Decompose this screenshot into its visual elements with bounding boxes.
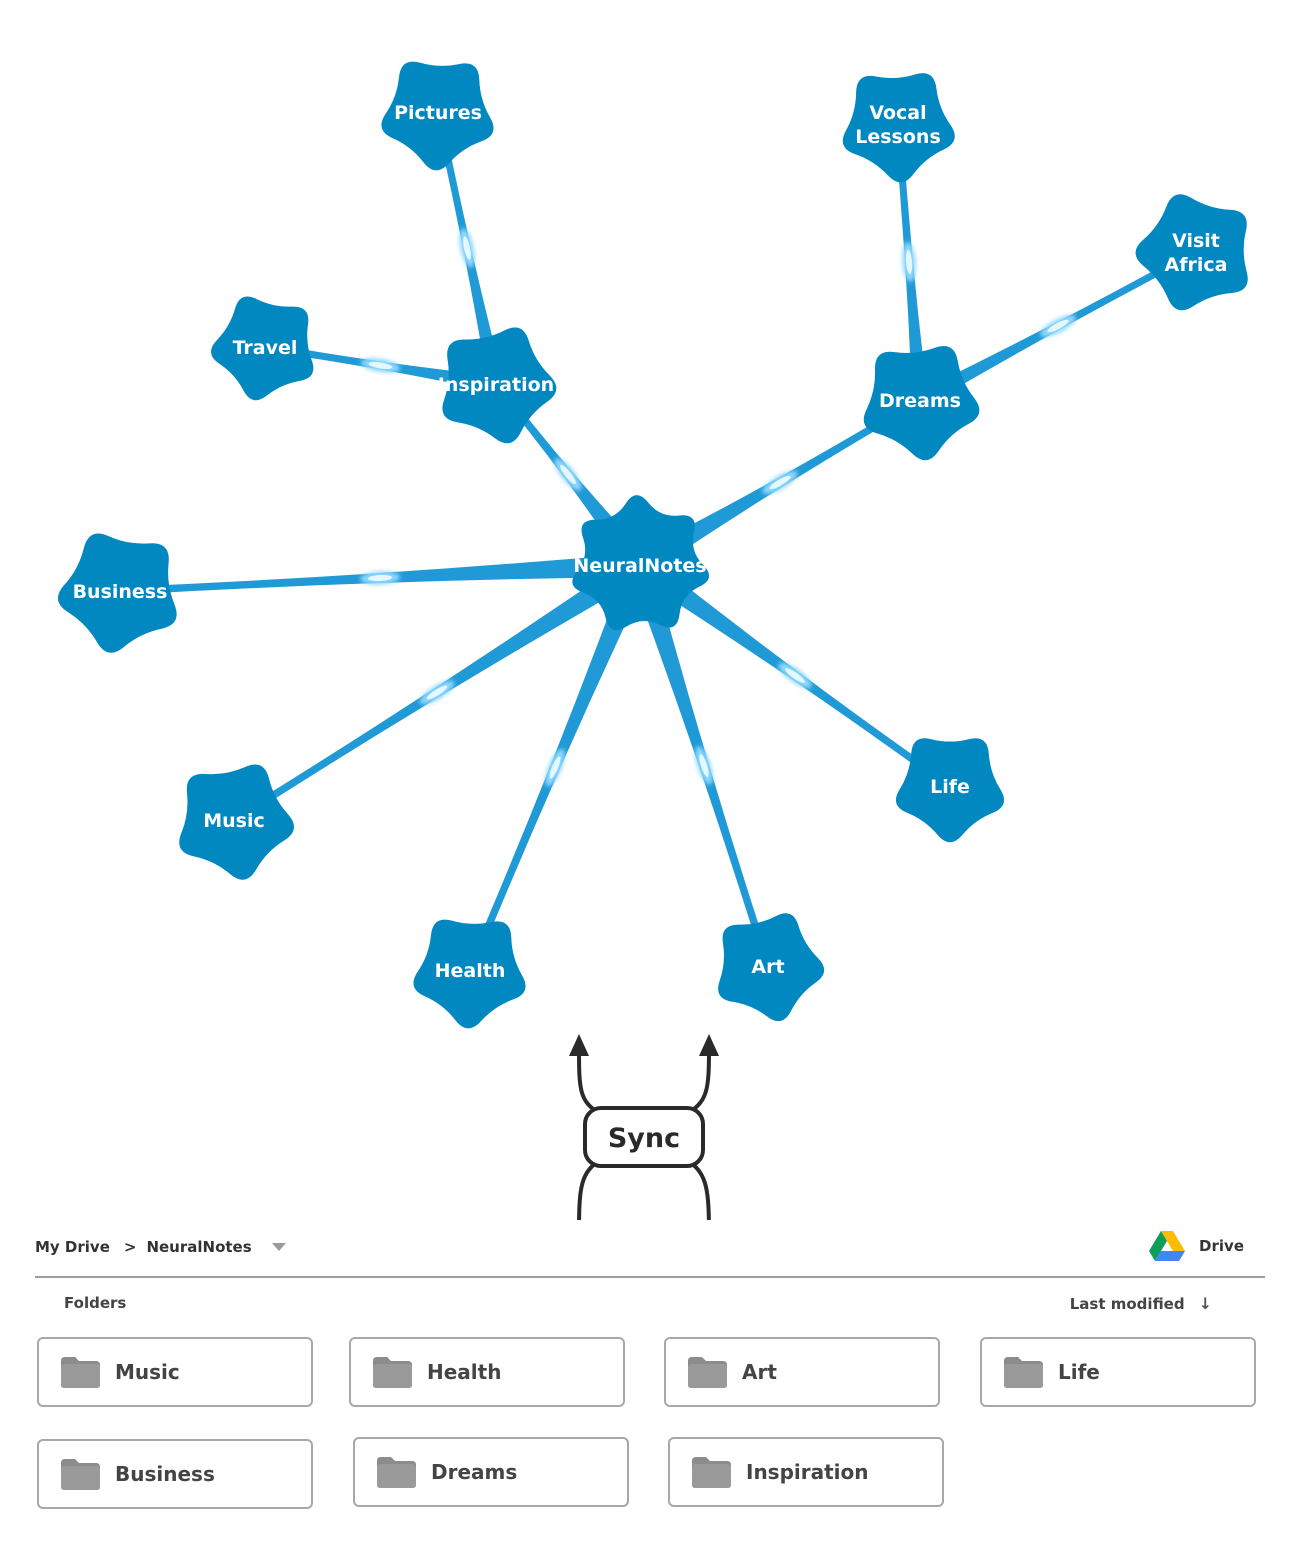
folder-icon [61, 1459, 100, 1490]
node-shape-root [572, 495, 710, 631]
sort-label: Last modified [1069, 1294, 1185, 1313]
node-label-pictures: Pictures [394, 102, 482, 124]
node-root[interactable]: NeuralNotes [572, 495, 710, 631]
node-inspiration[interactable]: Inspiration [438, 327, 557, 444]
sync-label: Sync [608, 1123, 680, 1154]
node-label-dreams: Dreams [879, 390, 961, 412]
node-shape-dreams [863, 346, 980, 461]
arrowhead-up-left [569, 1034, 589, 1056]
node-dreams[interactable]: Dreams [863, 346, 980, 461]
folder-icon [692, 1457, 731, 1488]
folder-life[interactable]: Life [980, 1337, 1256, 1407]
drive-panel: My Drive > NeuralNotes Drive Folders Las… [0, 1220, 1300, 1550]
sync-arrow-down-right [688, 1160, 711, 1220]
folder-icon [1004, 1357, 1043, 1388]
sync-arrow-down-left [577, 1160, 599, 1220]
node-shape-travel [211, 296, 314, 401]
folder-name: Business [115, 1462, 215, 1486]
breadcrumb-dropdown-icon[interactable] [271, 1243, 286, 1251]
sync-arrow-up-right [688, 1048, 711, 1114]
synapse-core-dreams-africa [1047, 319, 1069, 333]
folder-business[interactable]: Business [37, 1439, 313, 1509]
synapse-core-root-music [426, 685, 448, 700]
node-shape-inspiration [442, 327, 557, 444]
node-label-health: Health [435, 960, 506, 982]
folder-art[interactable]: Art [664, 1337, 940, 1407]
synapse-core-root-art [699, 754, 709, 777]
drive-brand[interactable]: Drive [1149, 1230, 1244, 1262]
synapse-core-root-life [785, 668, 805, 683]
node-label-business: Business [73, 581, 168, 603]
node-label-africa: Africa [1165, 254, 1228, 276]
node-travel[interactable]: Travel [211, 296, 314, 401]
breadcrumb-root[interactable]: My Drive [35, 1238, 110, 1256]
header-divider [35, 1276, 1265, 1278]
folder-name: Music [115, 1360, 180, 1384]
node-label-art: Art [751, 956, 784, 978]
node-label-inspiration: Inspiration [438, 374, 554, 396]
node-shape-pictures [381, 61, 494, 171]
synapse-core-inspiration-pictures [463, 236, 471, 260]
node-music[interactable]: Music [179, 764, 295, 880]
node-health[interactable]: Health [413, 919, 526, 1029]
folder-music[interactable]: Music [37, 1337, 313, 1407]
folder-name: Dreams [431, 1460, 518, 1484]
node-shape-vocal [842, 73, 955, 183]
folder-icon [377, 1457, 416, 1488]
synapse-core-root-inspiration [560, 464, 576, 485]
synapse-core-root-dreams [769, 475, 791, 490]
arrowhead-up-right [699, 1034, 719, 1056]
drive-label: Drive [1199, 1237, 1244, 1255]
node-label-travel: Travel [233, 337, 298, 359]
synapse-core-dreams-vocal [905, 250, 913, 274]
breadcrumb: My Drive > NeuralNotes [35, 1237, 286, 1257]
node-shape-art [718, 913, 825, 1022]
google-drive-icon [1149, 1231, 1186, 1261]
node-shape-africa [1135, 194, 1248, 311]
folder-name: Health [427, 1360, 502, 1384]
synapse-core-root-business [368, 574, 392, 582]
folder-icon [373, 1357, 412, 1388]
sort-control[interactable]: Last modified ↓ [1070, 1294, 1212, 1313]
node-shape-life [895, 738, 1005, 843]
sync-arrow-up-left [577, 1048, 599, 1114]
node-label-root: NeuralNotes [573, 555, 706, 577]
folder-health[interactable]: Health [349, 1337, 625, 1407]
synapse-core-root-health [549, 756, 561, 779]
folder-icon [61, 1357, 100, 1388]
edges-layer [119, 111, 1198, 972]
node-shape-health [413, 919, 526, 1029]
synapse-core-inspiration-travel [368, 361, 393, 370]
sort-arrow-icon: ↓ [1198, 1294, 1212, 1313]
folder-inspiration[interactable]: Inspiration [668, 1437, 944, 1507]
node-label-vocal: Lessons [855, 126, 941, 148]
sync-box[interactable] [583, 1106, 705, 1168]
folders-section-label: Folders [64, 1294, 127, 1312]
node-business[interactable]: Business [57, 533, 177, 653]
node-label-life: Life [930, 776, 970, 798]
breadcrumb-current[interactable]: NeuralNotes [146, 1238, 252, 1256]
node-label-africa: Visit [1172, 230, 1220, 252]
folder-icon [688, 1357, 727, 1388]
node-pictures[interactable]: Pictures [381, 61, 494, 171]
node-shape-business [57, 533, 177, 653]
node-art[interactable]: Art [718, 913, 825, 1022]
node-label-music: Music [203, 810, 265, 832]
folder-name: Art [742, 1360, 777, 1384]
folder-name: Life [1058, 1360, 1100, 1384]
breadcrumb-separator: > [123, 1238, 137, 1256]
folder-name: Inspiration [746, 1460, 869, 1484]
node-label-vocal: Vocal [869, 102, 926, 124]
node-shape-music [179, 764, 295, 880]
node-life[interactable]: Life [895, 738, 1005, 843]
folder-dreams[interactable]: Dreams [353, 1437, 629, 1507]
